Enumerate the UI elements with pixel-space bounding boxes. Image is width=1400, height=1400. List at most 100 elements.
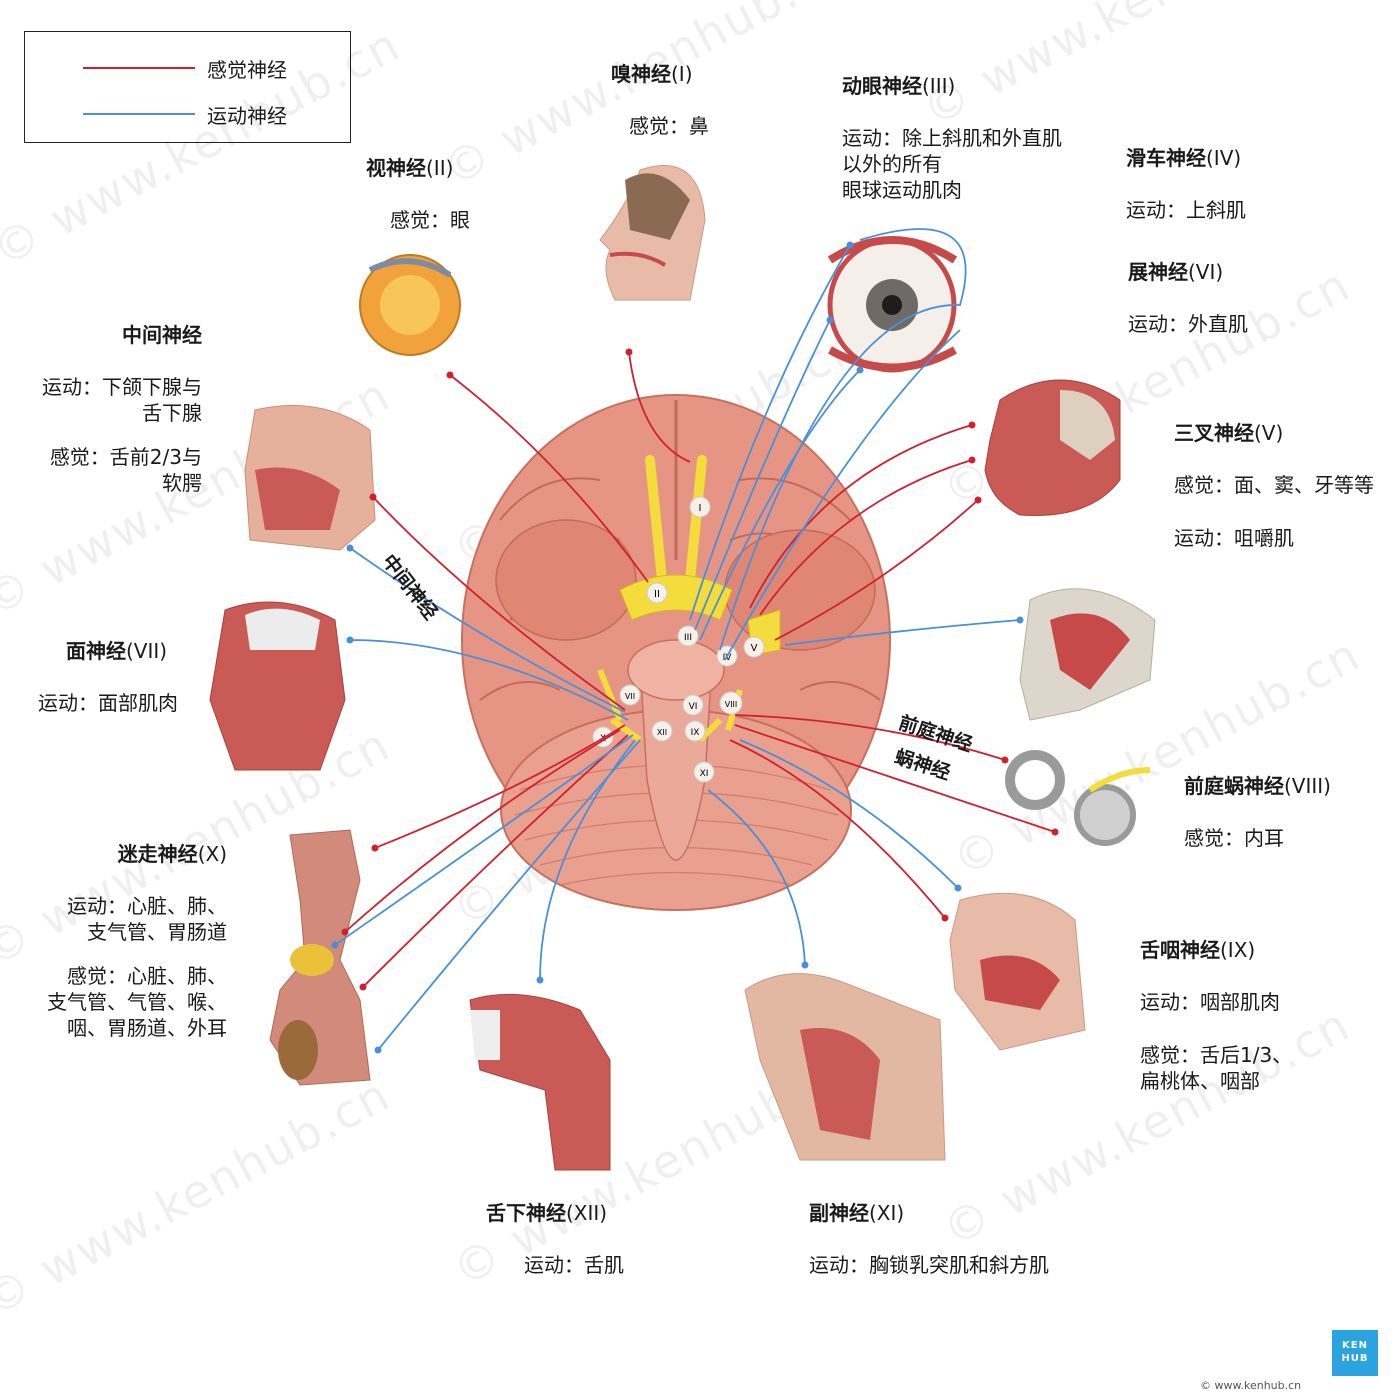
oculomotor-line: 运动：除上斜肌和外直肌 (842, 126, 1062, 150)
abducens-title: 展神经 (1128, 260, 1188, 284)
motor-line-endpoints (331, 241, 1024, 1054)
vagus-organs-illustration (269, 829, 371, 1086)
intermedius-line: 感觉：舌前2/3与 (49, 445, 202, 469)
footer-url: © www.kenhub.cn (1200, 1379, 1302, 1392)
vestibulocochlear-title: 前庭蜗神经 (1184, 774, 1284, 798)
abducens-numeral: (VI) (1188, 260, 1224, 284)
glossopharyngeal-nerve-label: 舌咽神经(IX) 运动：咽部肌肉 感觉：舌后1/3、 扁桃体、咽部 (1140, 937, 1292, 1094)
neck-illustration (744, 973, 946, 1161)
vagus-line: 运动：心脏、肺、 (67, 894, 227, 918)
numeral-marker: XI (700, 769, 709, 779)
abducens-line: 运动：外直肌 (1128, 312, 1248, 336)
vagus-numeral: (X) (197, 842, 227, 866)
sensory-lines (344, 351, 1056, 988)
vagus-line: 支气管、气管、喉、 (47, 990, 227, 1014)
tongue-illustration (469, 993, 611, 1171)
trigeminal-line: 运动：咀嚼肌 (1174, 526, 1294, 550)
skull-masseter-illustration (1019, 588, 1156, 721)
olfactory-nerve-label: 嗅神经(I) 感觉：鼻 (611, 61, 709, 139)
abducens-nerve-label: 展神经(VI) 运动：外直肌 (1128, 259, 1248, 337)
trochlear-numeral: (IV) (1206, 146, 1242, 170)
optic-numeral: (II) (426, 156, 454, 180)
numeral-marker: IV (723, 653, 733, 663)
trigeminal-face-illustration (984, 379, 1121, 517)
sensory-swatch (83, 67, 195, 69)
pharynx-illustration (949, 892, 1086, 1051)
vagus-nerve-label: 迷走神经(X) 运动：心脏、肺、 支气管、胃肠道 感觉：心脏、肺、 支气管、气管… (40, 841, 227, 1041)
optic-line: 感觉：眼 (390, 208, 470, 232)
trigeminal-numeral: (V) (1254, 421, 1284, 445)
vagus-line: 支气管、胃肠道 (87, 920, 227, 944)
accessory-title: 副神经 (809, 1201, 869, 1225)
olfactory-head-illustration (599, 165, 706, 301)
legend-sensory-row: 感觉神经 (83, 56, 287, 82)
facial-line: 运动：面部肌肉 (38, 691, 178, 715)
facial-numeral: (VII) (126, 639, 168, 663)
glossopharyngeal-numeral: (IX) (1220, 938, 1256, 962)
brain-numerals: I II III IV V VI VII VIII IX X XI XII (592, 496, 765, 783)
motor-lines (334, 228, 1021, 1051)
intermedius-line: 软腭 (162, 471, 202, 495)
trochlear-line: 运动：上斜肌 (1126, 198, 1246, 222)
vagus-title: 迷走神经 (117, 842, 198, 866)
inner-ear-illustration (1005, 750, 1151, 846)
legend-sensory-label: 感觉神经 (207, 57, 287, 82)
optic-nerve-label: 视神经(II) 感觉：眼 (366, 155, 470, 233)
oculomotor-line: 眼球运动肌肉 (842, 178, 962, 202)
numeral-marker: IX (691, 728, 700, 738)
kenhub-logo: KEN HUB (1332, 1330, 1378, 1376)
glossopharyngeal-line: 感觉：舌后1/3、 (1140, 1043, 1293, 1067)
optic-title: 视神经 (366, 156, 426, 180)
olfactory-line: 感觉：鼻 (629, 114, 709, 138)
numeral-marker: VIII (725, 700, 738, 709)
trochlear-title: 滑车神经 (1126, 146, 1206, 170)
facial-nerve-label: 面神经(VII) 运动：面部肌肉 (38, 638, 178, 716)
logo-line2: HUB (1341, 1353, 1369, 1364)
trochlear-nerve-label: 滑车神经(IV) 运动：上斜肌 (1126, 145, 1246, 223)
sensory-line-endpoints (341, 348, 1059, 991)
accessory-line: 运动：胸锁乳突肌和斜方肌 (809, 1253, 1049, 1277)
vestibulocochlear-line: 感觉：内耳 (1184, 826, 1284, 850)
trigeminal-nerve-label: 三叉神经(V) 感觉：面、窦、牙等等 运动：咀嚼肌 (1174, 420, 1374, 551)
numeral-marker: II (654, 589, 660, 600)
glossopharyngeal-line: 扁桃体、咽部 (1140, 1069, 1260, 1093)
eye-illustration (359, 254, 461, 356)
numeral-marker: I (699, 503, 702, 514)
intermedius-title: 中间神经 (122, 323, 202, 347)
accessory-nerve-label: 副神经(XI) 运动：胸锁乳突肌和斜方肌 (809, 1200, 1049, 1278)
olfactory-title: 嗅神经 (611, 62, 671, 86)
trigeminal-title: 三叉神经 (1174, 421, 1254, 445)
glossopharyngeal-title: 舌咽神经 (1140, 938, 1220, 962)
trigeminal-line: 感觉：面、窦、牙等等 (1174, 473, 1374, 497)
oculomotor-title: 动眼神经 (842, 74, 922, 98)
logo-line1: KEN (1342, 1340, 1368, 1351)
olfactory-numeral: (I) (671, 62, 693, 86)
numeral-marker: XII (657, 728, 667, 737)
numeral-marker: III (684, 633, 692, 643)
intermedius-face-illustration (244, 405, 376, 551)
hypoglossal-line: 运动：舌肌 (524, 1253, 624, 1277)
legend-motor-label: 运动神经 (207, 103, 287, 128)
vestibulocochlear-nerve-label: 前庭蜗神经(VIII) 感觉：内耳 (1184, 773, 1331, 851)
numeral-marker: V (751, 643, 758, 654)
accessory-numeral: (XI) (869, 1201, 905, 1225)
glossopharyngeal-line: 运动：咽部肌肉 (1140, 990, 1280, 1014)
legend: 感觉神经 运动神经 (24, 31, 351, 143)
oculomotor-nerve-label: 动眼神经(III) 运动：除上斜肌和外直肌 以外的所有 眼球运动肌肉 (842, 73, 1062, 203)
motor-swatch (83, 113, 195, 115)
brain-illustration (461, 394, 891, 911)
numeral-marker: VI (689, 702, 698, 712)
hypoglossal-title: 舌下神经 (486, 1201, 566, 1225)
hypoglossal-numeral: (XII) (566, 1201, 608, 1225)
oculomotor-line: 以外的所有 (842, 152, 942, 176)
eyeball-muscles-illustration (827, 236, 958, 373)
intermedius-line: 运动：下颌下腺与 (42, 375, 202, 399)
vagus-line: 感觉：心脏、肺、 (67, 964, 227, 988)
oculomotor-numeral: (III) (922, 74, 956, 98)
legend-motor-row: 运动神经 (83, 102, 287, 128)
facial-title: 面神经 (66, 639, 126, 663)
intermedius-line: 舌下腺 (142, 401, 202, 425)
numeral-marker: VII (625, 692, 635, 701)
intermedius-nerve-label: 中间神经 运动：下颌下腺与 舌下腺 感觉：舌前2/3与 软腭 (30, 322, 202, 496)
